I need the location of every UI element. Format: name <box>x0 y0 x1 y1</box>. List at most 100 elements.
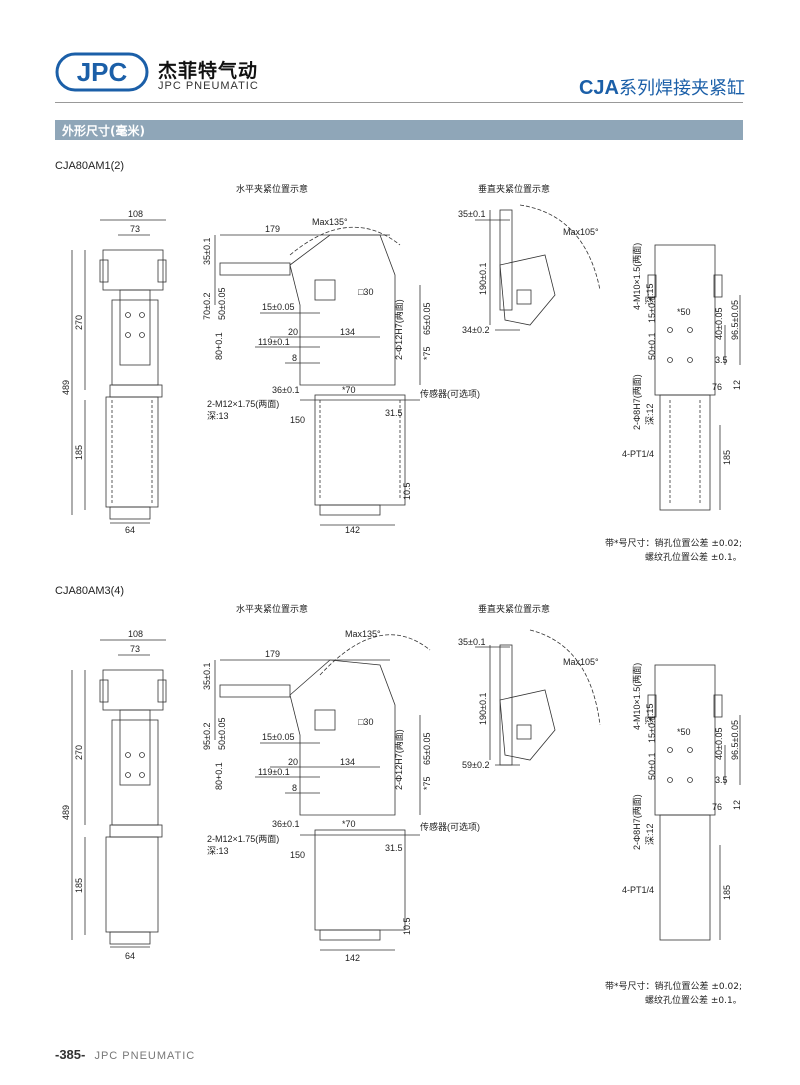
title-code: CJA <box>578 77 619 99</box>
dim-50-r-2: 50±0.1 <box>647 753 657 780</box>
tolerance-note-1: 带*号尺寸：销孔位置公差 ±0.02; 螺纹孔位置公差 ±0.1。 <box>605 537 742 565</box>
footer: -385- JPC PNEUMATIC <box>55 1044 195 1063</box>
dim-depth12: 深:12 <box>645 403 655 425</box>
dim-134: 134 <box>340 327 355 337</box>
dim-depth13: 深:13 <box>207 411 229 421</box>
dim-3-5-2: 3.5 <box>715 775 728 785</box>
dim-179: 179 <box>265 224 280 234</box>
dim-phi12: 2-Φ12H7(两面) <box>394 299 404 360</box>
dim-34: 34±0.2 <box>462 325 489 335</box>
dim-185-2: 185 <box>74 878 84 893</box>
dim-73-2: 73 <box>130 644 140 654</box>
caption-horizontal-2: 水平夹紧位置示意 <box>236 605 309 615</box>
svg-text:JPC: JPC <box>77 57 128 87</box>
dim-96-5: 96.5±0.05 <box>730 300 740 340</box>
dim-12-2: 12 <box>732 800 742 810</box>
logo: JPC <box>55 50 150 94</box>
dim-119: 119±0.1 <box>258 337 290 347</box>
dim-m12-2: 2-M12×1.75(两面) <box>207 834 279 844</box>
dim-8-2: 8 <box>292 783 297 793</box>
page-number: -385- <box>55 1047 86 1062</box>
right-view <box>647 244 741 511</box>
dim-76-2: 76 <box>712 802 722 812</box>
drawing-block-1: 108 73 270 489 185 64 179 Max135° 35±0.1… <box>61 204 742 535</box>
sensor-label: 传感器(可选项) <box>420 388 480 399</box>
dim-3-5: 3.5 <box>715 355 728 365</box>
dim-pt14-2: 4-PT1/4 <box>622 885 654 895</box>
dim-40-2: 40±0.05 <box>714 728 724 760</box>
brand-name-cn: 杰菲特气动 <box>158 61 259 82</box>
dim-max105: Max105° <box>563 227 599 237</box>
dim-15-r: 15±0.1 <box>647 296 657 323</box>
dim-15: 15±0.05 <box>262 302 294 312</box>
dim-96-5-2: 96.5±0.05 <box>730 720 740 760</box>
dim-15-r-2: 15±0.1 <box>647 716 657 743</box>
dim-50-star: *50 <box>677 307 691 317</box>
footer-brand: JPC PNEUMATIC <box>94 1050 196 1062</box>
dim-270-2: 270 <box>74 745 84 760</box>
dim-35-v-2: 35±0.1 <box>458 637 485 647</box>
dim-12: 12 <box>732 380 742 390</box>
dim-179-2: 179 <box>265 649 280 659</box>
dim-20: 20 <box>288 327 298 337</box>
dim-10-5: 10.5 <box>402 482 412 500</box>
dim-119-2: 119±0.1 <box>258 767 290 777</box>
dim-36: 36±0.1 <box>272 385 299 395</box>
dim-150-2: 150 <box>290 850 305 860</box>
dim-m10-2: 4-M10×1.5(两面) <box>632 663 642 730</box>
dim-65: 65±0.05 <box>422 303 432 335</box>
dim-64-2: 64 <box>125 951 135 961</box>
title-text: 系列焊接夹紧缸 <box>619 78 745 99</box>
dim-65-2: 65±0.05 <box>422 733 432 765</box>
section-title: 外形尺寸(毫米) <box>62 124 145 138</box>
dim-185-r: 185 <box>722 450 732 465</box>
dim-depth15-2: 深:15 <box>645 703 655 725</box>
dim-35-v: 35±0.1 <box>458 209 485 219</box>
caption-horizontal: 水平夹紧位置示意 <box>236 185 309 195</box>
dim-108-2: 108 <box>128 629 143 639</box>
dim-m12: 2-M12×1.75(两面) <box>207 399 279 409</box>
header-rule <box>55 102 743 103</box>
dim-489-2: 489 <box>61 805 71 820</box>
dim-36-2: 36±0.1 <box>272 819 299 829</box>
dim-80: 80+0.1 <box>214 332 224 360</box>
dim-70-star: *70 <box>342 385 356 395</box>
dim-15-2: 15±0.05 <box>262 732 294 742</box>
section-bar <box>55 120 743 140</box>
dim-75-star: *75 <box>422 346 432 360</box>
page-title: CJA系列焊接夹紧缸 <box>579 74 745 100</box>
front-view-2 <box>71 639 167 948</box>
model-label: CJA80AM1(2) <box>55 160 125 172</box>
dim-pt14: 4-PT1/4 <box>622 449 654 459</box>
dim-31-5: 31.5 <box>385 408 403 418</box>
note-line-2b: 螺纹孔位置公差 ±0.1。 <box>645 996 742 1006</box>
caption-vertical-2: 垂直夹紧位置示意 <box>478 605 551 615</box>
dim-10-5-2: 10.5 <box>402 917 412 935</box>
dim-max105-2: Max105° <box>563 657 599 667</box>
vertical-view <box>475 204 601 331</box>
dim-95-2: 95±0.2 <box>202 723 212 750</box>
dim-max135-2: Max135° <box>345 629 381 639</box>
note-line-1: 带*号尺寸：销孔位置公差 ±0.02; <box>605 539 742 549</box>
dim-sq30: □30 <box>358 287 373 297</box>
dim-70: 70±0.2 <box>202 293 212 320</box>
dim-phi12-2: 2-Φ12H7(两面) <box>394 729 404 790</box>
model-label-2: CJA80AM3(4) <box>55 585 125 597</box>
dim-185: 185 <box>74 445 84 460</box>
dim-134-2: 134 <box>340 757 355 767</box>
dim-50-2: 50±0.05 <box>217 718 227 750</box>
dim-31-5-2: 31.5 <box>385 843 403 853</box>
dim-depth15: 深:15 <box>645 283 655 305</box>
vertical-view-2 <box>475 629 601 766</box>
dim-max135: Max135° <box>312 217 348 227</box>
dim-142-2: 142 <box>345 953 360 963</box>
dim-80-2: 80+0.1 <box>214 762 224 790</box>
dim-sq30-2: □30 <box>358 717 373 727</box>
dim-64: 64 <box>125 525 135 535</box>
note-line-1b: 带*号尺寸：销孔位置公差 ±0.02; <box>605 982 742 992</box>
sensor-label-2: 传感器(可选项) <box>420 821 480 832</box>
dim-depth12-2: 深:12 <box>645 823 655 845</box>
drawing-block-2: 108 73 270 489 185 64 179 Max135° 35±0.1… <box>61 629 742 963</box>
dim-150: 150 <box>290 415 305 425</box>
dim-50-star-2: *50 <box>677 727 691 737</box>
